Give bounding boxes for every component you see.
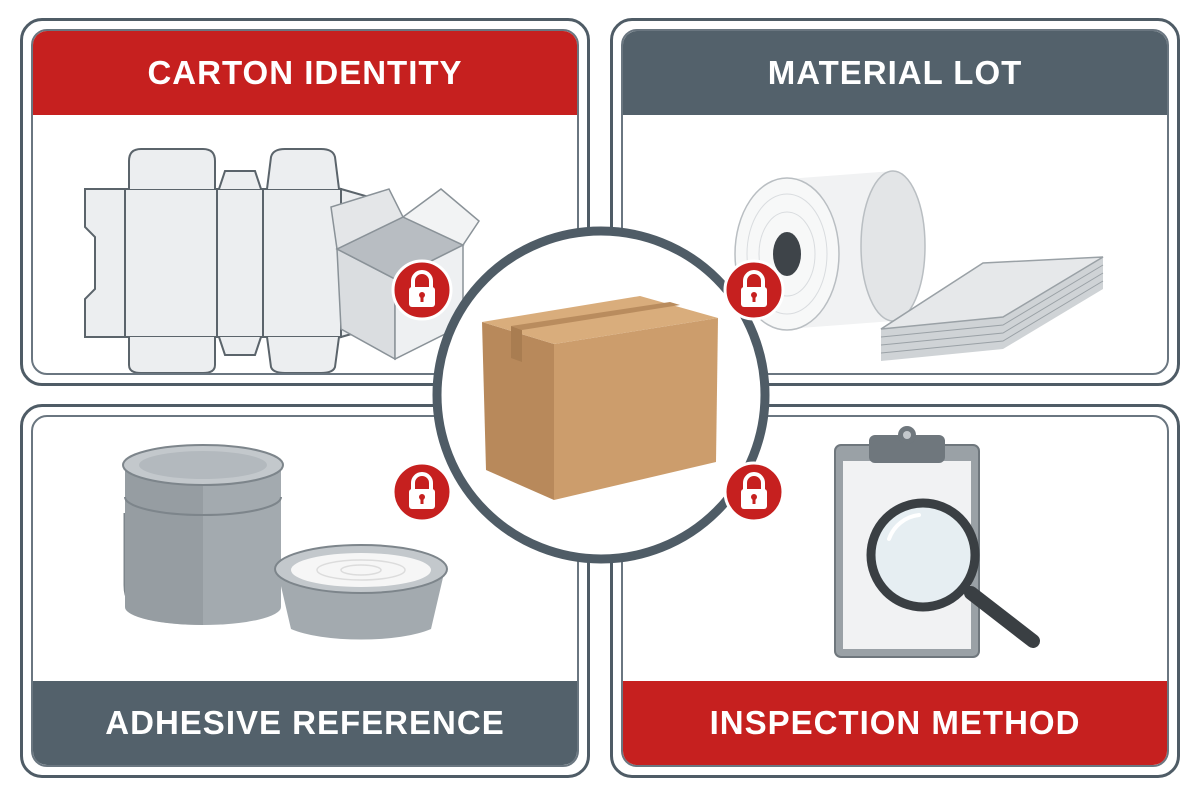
adhesive-bucket-icon	[122, 444, 284, 625]
adhesive-reference-title: ADHESIVE REFERENCE	[105, 704, 505, 741]
sheet-stack-icon	[880, 256, 1104, 361]
adhesive-reference-banner: ADHESIVE REFERENCE	[33, 681, 577, 765]
panel-inspection-method-inner: INSPECTION METHOD	[621, 415, 1169, 767]
material-lot-title: MATERIAL LOT	[767, 54, 1023, 91]
carton-identity-illustration	[84, 148, 480, 373]
adhesive-reference-illustration	[122, 444, 448, 640]
panel-carton-identity: CARTON IDENTITY	[20, 18, 590, 386]
panel-material-lot-inner: MATERIAL LOT	[621, 29, 1169, 375]
carton-identity-title: CARTON IDENTITY	[147, 54, 463, 91]
open-box-icon	[330, 188, 480, 361]
adhesive-bowl-icon	[274, 544, 448, 640]
cardboard-box-icon	[482, 296, 718, 500]
lock-icon	[391, 259, 453, 321]
inspection-method-title: INSPECTION METHOD	[709, 704, 1081, 741]
magnifier-icon	[866, 498, 1040, 648]
lock-icon	[391, 461, 453, 523]
inspection-method-illustration	[834, 426, 1040, 658]
material-lot-banner: MATERIAL LOT	[623, 31, 1167, 115]
lock-icon	[723, 461, 785, 523]
panel-carton-identity-inner: CARTON IDENTITY	[31, 29, 579, 375]
carton-dieline-icon	[84, 148, 370, 373]
lock-icon	[723, 259, 785, 321]
inspection-method-banner: INSPECTION METHOD	[623, 681, 1167, 765]
center-hub	[432, 226, 770, 564]
panel-inspection-method: INSPECTION METHOD	[610, 404, 1180, 778]
panel-material-lot: MATERIAL LOT	[610, 18, 1180, 386]
carton-identity-banner: CARTON IDENTITY	[33, 31, 577, 115]
material-lot-illustration	[734, 170, 1104, 361]
